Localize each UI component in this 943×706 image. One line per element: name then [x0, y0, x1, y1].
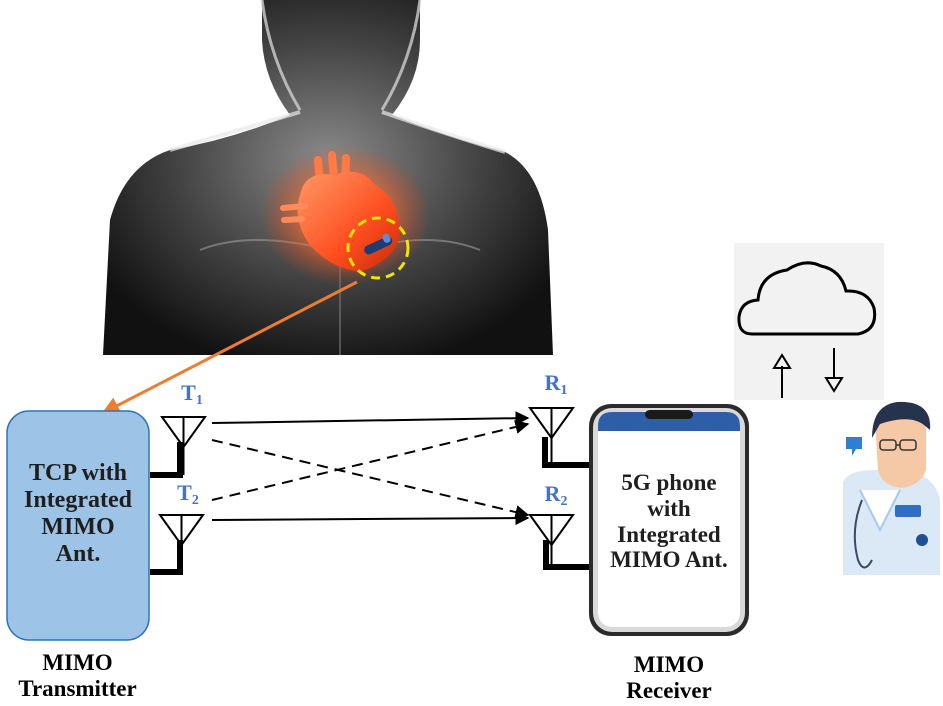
antenna-t1-icon [150, 416, 207, 478]
transmitter-line: Integrated [24, 486, 132, 513]
caption-line: Receiver [626, 678, 712, 704]
phone-line: with [647, 495, 691, 521]
caption-line: MIMO [42, 650, 113, 675]
phone-screen-text: 5G phone with Integrated MIMO Ant. [598, 470, 740, 573]
antenna-r2-icon [528, 514, 590, 570]
transmitter-box [6, 410, 150, 641]
capsule-implant-icon [364, 233, 393, 255]
antenna-t2-label: T2 [177, 480, 199, 508]
transmitter-caption: MIMO Transmitter [0, 650, 155, 703]
receiver-caption: MIMO Receiver [590, 652, 748, 705]
phone-line: MIMO Ant. [610, 547, 728, 573]
cloud-panel [734, 243, 884, 400]
transmitter-line: Ant. [55, 540, 101, 567]
antenna-r2-label: R2 [544, 481, 568, 509]
doctor-avatar [843, 401, 940, 575]
link-t1-r1 [211, 411, 530, 426]
implant-marker [346, 216, 410, 280]
phone-line: 5G phone [621, 470, 717, 495]
arrow-up-icon [772, 353, 792, 398]
link-t2-r2 [211, 511, 530, 526]
implant-link-arrow [101, 280, 358, 415]
caption-line: Transmitter [18, 676, 137, 702]
transmitter-line: TCP with [28, 460, 127, 486]
speech-bubble-icon [846, 437, 862, 456]
antenna-t1-label: T1 [181, 380, 203, 408]
link-t2-r1 [211, 420, 530, 501]
antenna-t2-icon [150, 514, 205, 575]
link-t1-r2 [211, 439, 530, 519]
transmitter-box-text: TCP with Integrated MIMO Ant. [7, 460, 149, 568]
phone-line: Integrated [617, 521, 721, 547]
arrow-down-icon [824, 348, 844, 393]
caption-line: MIMO [633, 652, 705, 677]
heart-illustration [260, 145, 430, 285]
stethoscope-icon [853, 499, 873, 569]
phone-frame [589, 404, 749, 636]
transmitter-line: MIMO [41, 513, 115, 540]
antenna-r1-label: R1 [544, 370, 568, 398]
antenna-r1-icon [528, 407, 590, 468]
cloud-icon [737, 261, 877, 336]
